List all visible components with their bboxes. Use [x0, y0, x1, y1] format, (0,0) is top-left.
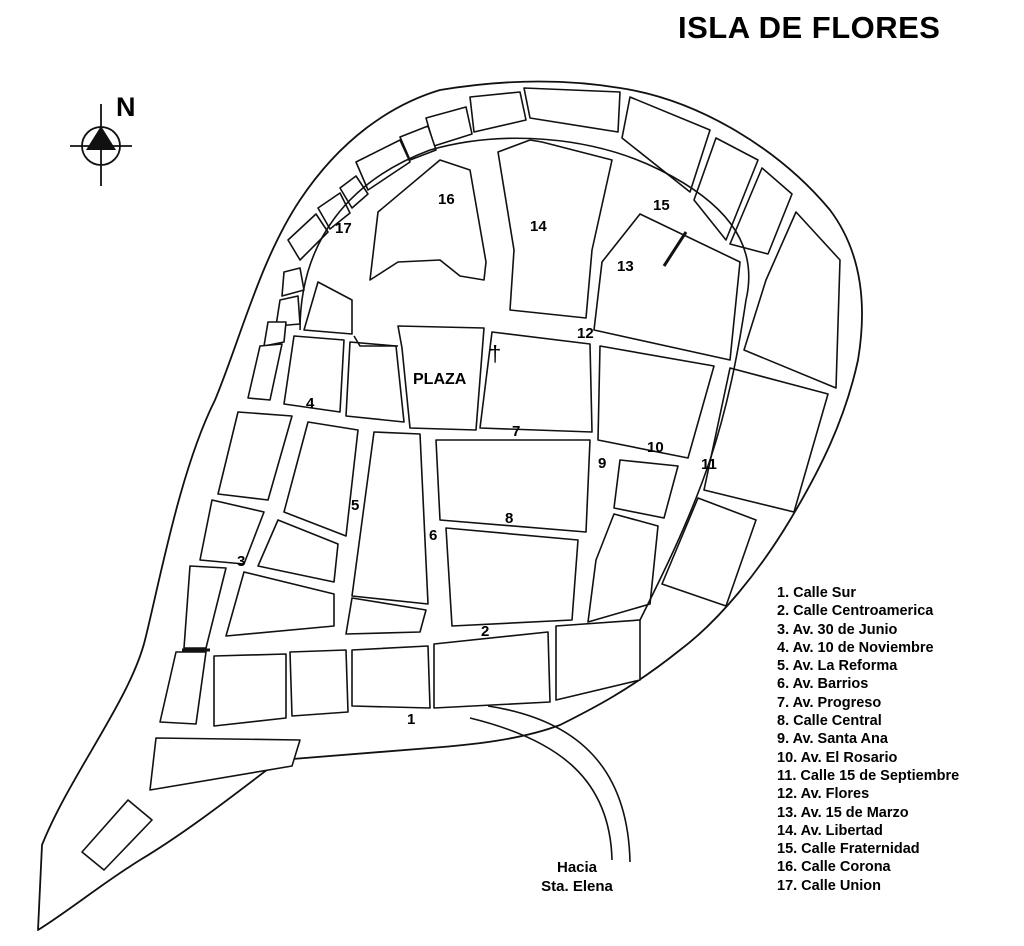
street-number: 8	[505, 510, 514, 527]
block	[225, 571, 335, 637]
block	[355, 139, 411, 191]
block	[257, 519, 339, 583]
street-number: 17	[335, 220, 352, 237]
block-14	[497, 139, 613, 319]
block-13	[593, 213, 741, 361]
legend-item: 10. Av. El Rosario	[777, 749, 898, 766]
legend-item: 14. Av. Libertad	[777, 822, 883, 839]
street-number: 7	[512, 423, 521, 440]
legend-item: 2. Calle Centroamerica	[777, 603, 934, 620]
block-8	[445, 527, 579, 627]
block-5	[351, 431, 429, 605]
block-4	[283, 335, 345, 413]
street-number: 13	[617, 258, 634, 275]
destination-line1: Hacia	[556, 859, 598, 876]
dock-line	[662, 231, 688, 267]
road-south	[469, 717, 613, 861]
legend-item: 17. Calle Union	[777, 877, 881, 894]
road-south-edge	[487, 705, 631, 863]
inner-ring	[299, 137, 750, 621]
legend-item: 7. Av. Progreso	[777, 694, 882, 711]
block	[159, 651, 207, 725]
plaza-label: PLAZA	[413, 371, 467, 388]
legend-item: 4. Av. 10 de Noviembre	[777, 639, 934, 656]
block	[729, 167, 793, 255]
compass-rose	[70, 104, 132, 186]
legend-item: 9. Av. Santa Ana	[777, 731, 888, 748]
destination-line2: Sta. Elena	[541, 878, 613, 895]
street-number: 12	[577, 325, 594, 342]
street-number: 9	[598, 455, 607, 472]
legend-item: 3. Av. 30 de Junio	[777, 621, 898, 638]
destination-label: Hacia Sta. Elena	[523, 858, 631, 896]
block	[283, 421, 359, 537]
legend-item: 1. Calle Sur	[777, 585, 856, 601]
street-number: 4	[306, 395, 315, 412]
block	[613, 459, 679, 519]
block	[469, 91, 527, 133]
block	[661, 497, 757, 607]
legend-item: 12. Av. Flores	[777, 786, 870, 803]
block	[287, 213, 329, 261]
street-number: 15	[653, 197, 670, 214]
block-south	[149, 737, 301, 791]
block	[213, 653, 287, 727]
cross-icon: †	[489, 341, 502, 366]
block-7	[435, 439, 591, 533]
legend-item: 16. Calle Corona	[777, 859, 891, 876]
block	[351, 645, 431, 709]
block	[289, 649, 349, 717]
block-2	[433, 631, 551, 709]
street-number: 6	[429, 527, 438, 544]
legend-item: 6. Av. Barrios	[777, 676, 869, 693]
block	[217, 411, 293, 501]
block	[317, 192, 351, 230]
block-plaza	[397, 325, 485, 431]
block	[693, 137, 759, 241]
legend-item: 11. Calle 15 de Septiembre	[777, 767, 960, 784]
block	[743, 211, 841, 389]
plaza-edge	[353, 335, 398, 347]
north-label: N	[116, 92, 136, 122]
street-number: 14	[530, 218, 547, 235]
block	[597, 345, 715, 459]
block	[621, 96, 711, 193]
block	[523, 87, 621, 133]
block	[303, 281, 353, 335]
block	[345, 341, 405, 423]
block	[345, 597, 427, 635]
block	[555, 619, 641, 701]
legend-item: 13. Av. 15 de Marzo	[777, 804, 909, 821]
map-title: ISLA DE FLORES	[678, 10, 941, 45]
block-3	[183, 565, 227, 649]
street-number: 10	[647, 439, 664, 456]
block	[199, 499, 265, 565]
street-number: 2	[481, 623, 490, 640]
street-number: 1	[407, 711, 416, 728]
block	[587, 513, 659, 623]
street-number: 5	[351, 497, 360, 514]
block-tip	[81, 799, 153, 871]
street-number: 3	[237, 553, 246, 570]
street-number: 16	[438, 191, 455, 208]
legend-item: 8. Calle Central	[777, 713, 882, 730]
legend-item: 5. Av. La Reforma	[777, 658, 898, 675]
street-number: 11	[701, 456, 717, 473]
street-legend: 1. Calle Sur 2. Calle Centroamerica 3. A…	[777, 584, 959, 895]
legend-item: 15. Calle Fraternidad	[777, 841, 920, 858]
block-16	[369, 159, 487, 281]
block	[263, 321, 287, 347]
block-church	[479, 331, 593, 433]
block	[247, 343, 283, 401]
